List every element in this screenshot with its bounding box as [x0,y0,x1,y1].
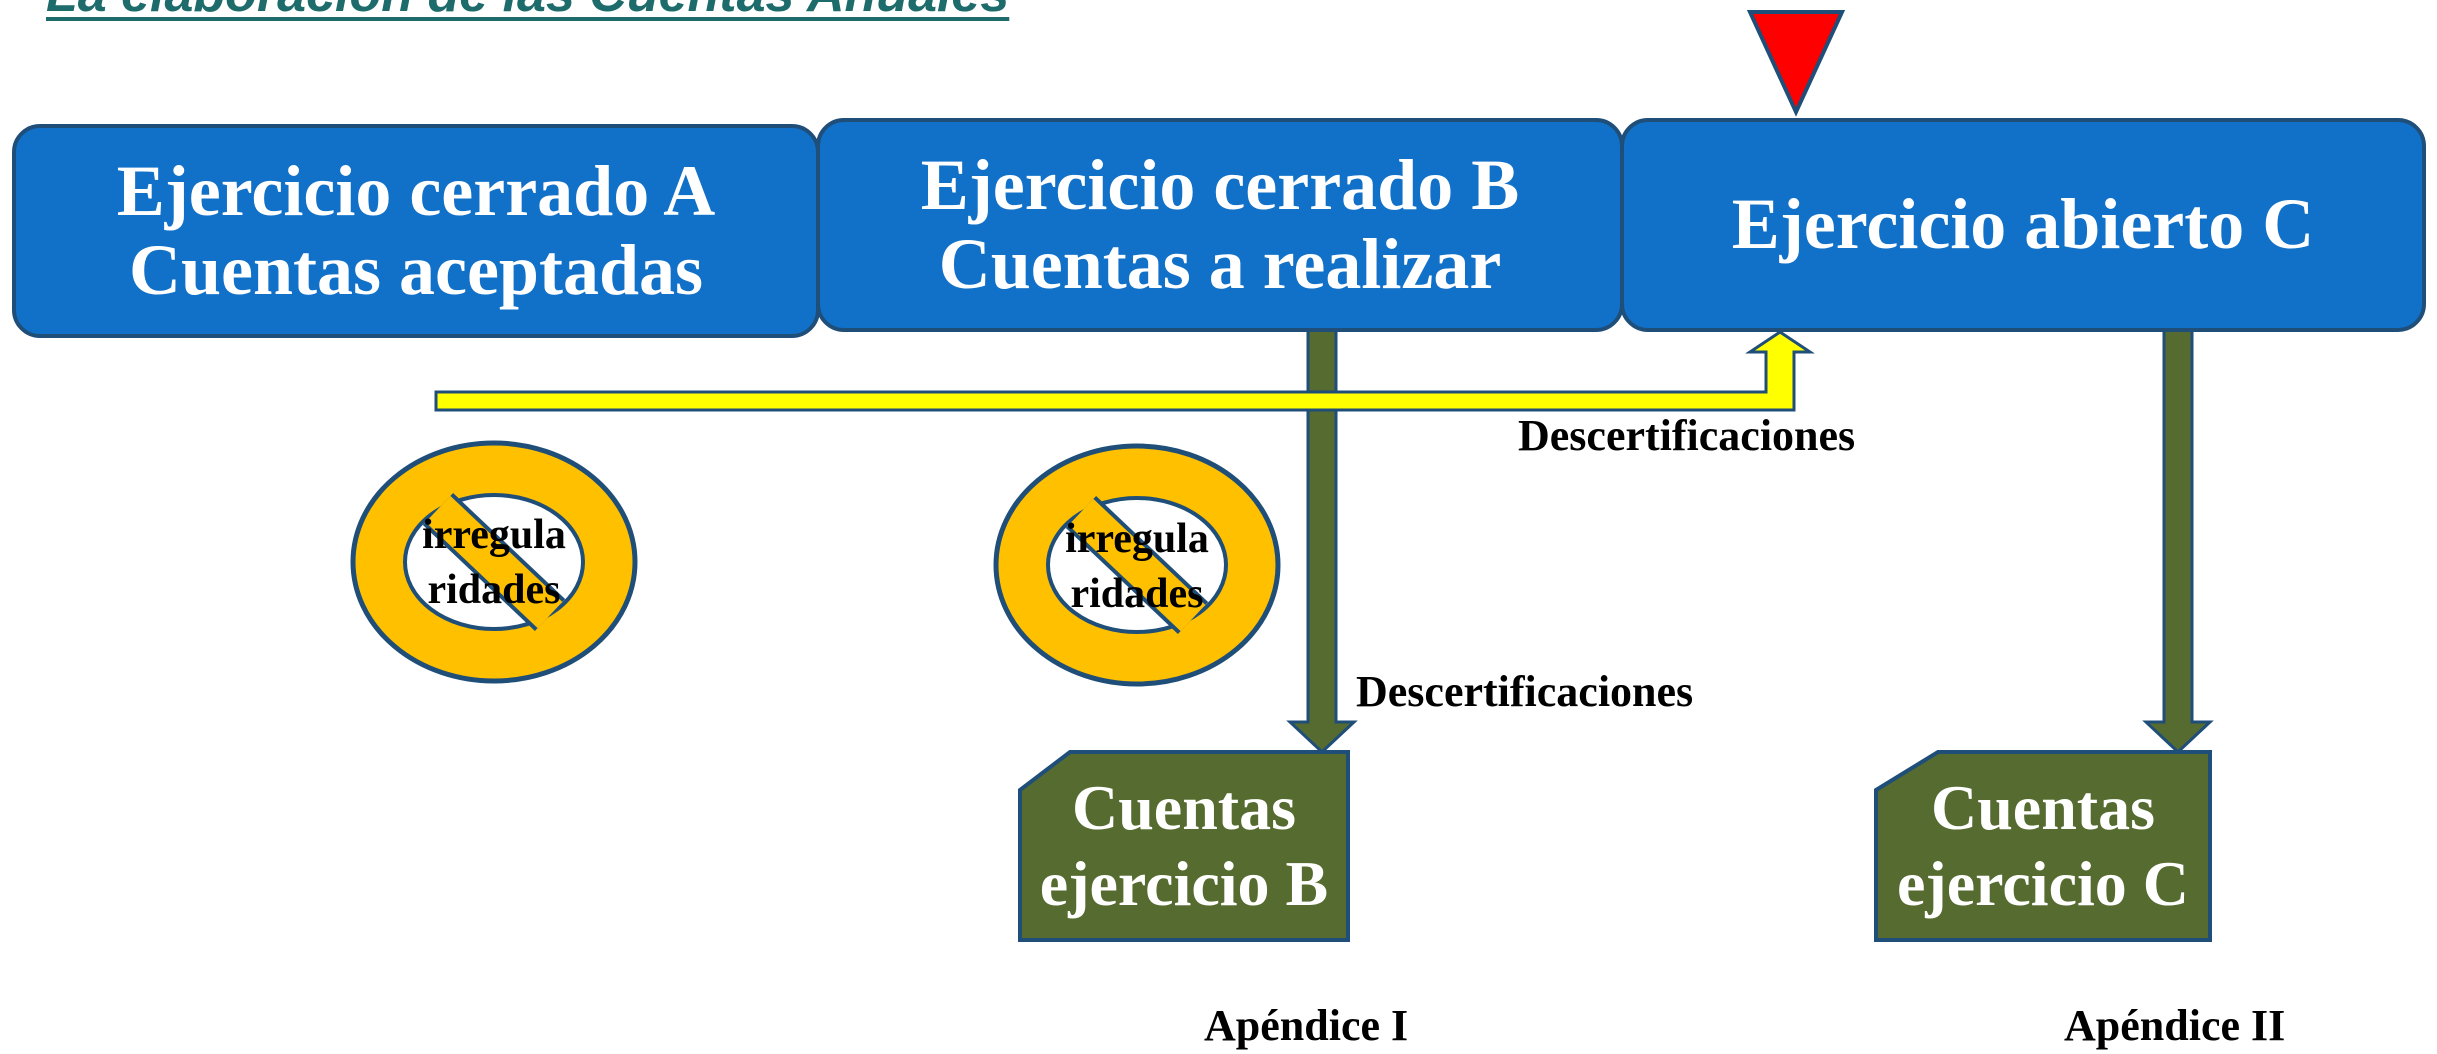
accounts-b-line2: ejercicio B [1039,848,1329,919]
irregularities-b-line2: ridades [1070,571,1204,618]
accounts-b: Cuentas ejercicio B [1020,752,1348,940]
irregularities-a-line1: irregula [422,512,566,558]
decertification-yellow-arrow [434,330,1815,412]
appendix-2-label: Apéndice II [2064,1001,2286,1050]
appendix-1-label: Apéndice I [1204,1001,1409,1050]
page-title: La elaboración de las Cuentas Anuales [46,0,1009,24]
period-box-closed-b: Ejercicio cerrado B Cuentas a realizar [816,118,1624,332]
decertification-label-middle: Descertificaciones [1356,667,1694,716]
accounts-c-shape [1874,750,2212,942]
accounts-b-shape [1018,750,1350,942]
accounts-b-line1: Cuentas [1071,772,1297,844]
decertification-label-top: Descertificaciones [1518,411,1856,460]
period-b-line1: Ejercicio cerrado B [920,144,1520,225]
arrow-to-accounts-b [1286,308,1358,755]
accounts-c-line2: ejercicio C [1897,848,2189,919]
irregularities-b-line1: irregula [1065,516,1209,562]
period-c-line1: Ejercicio abierto C [1731,184,2315,265]
irregularities-a-line2: ridades [427,567,561,614]
accounts-c: Cuentas ejercicio C [1876,752,2210,940]
period-box-open-c: Ejercicio abierto C [1620,118,2426,332]
accounts-c-line1: Cuentas [1930,772,2156,844]
irregularities-label-a: irregula ridades [374,508,614,619]
current-period-marker-icon [1746,10,1846,117]
arrow-to-accounts-c [2142,308,2214,755]
period-box-closed-a: Ejercicio cerrado A Cuentas aceptadas [12,124,820,338]
period-a-line2: Cuentas aceptadas [128,230,704,310]
no-irregularities-icon [350,440,638,684]
no-irregularities-icon [993,443,1281,687]
period-a-line1: Ejercicio cerrado A [116,150,716,231]
irregularities-label-b: irregula ridades [1017,512,1257,623]
period-b-line2: Cuentas a realizar [938,224,1502,304]
